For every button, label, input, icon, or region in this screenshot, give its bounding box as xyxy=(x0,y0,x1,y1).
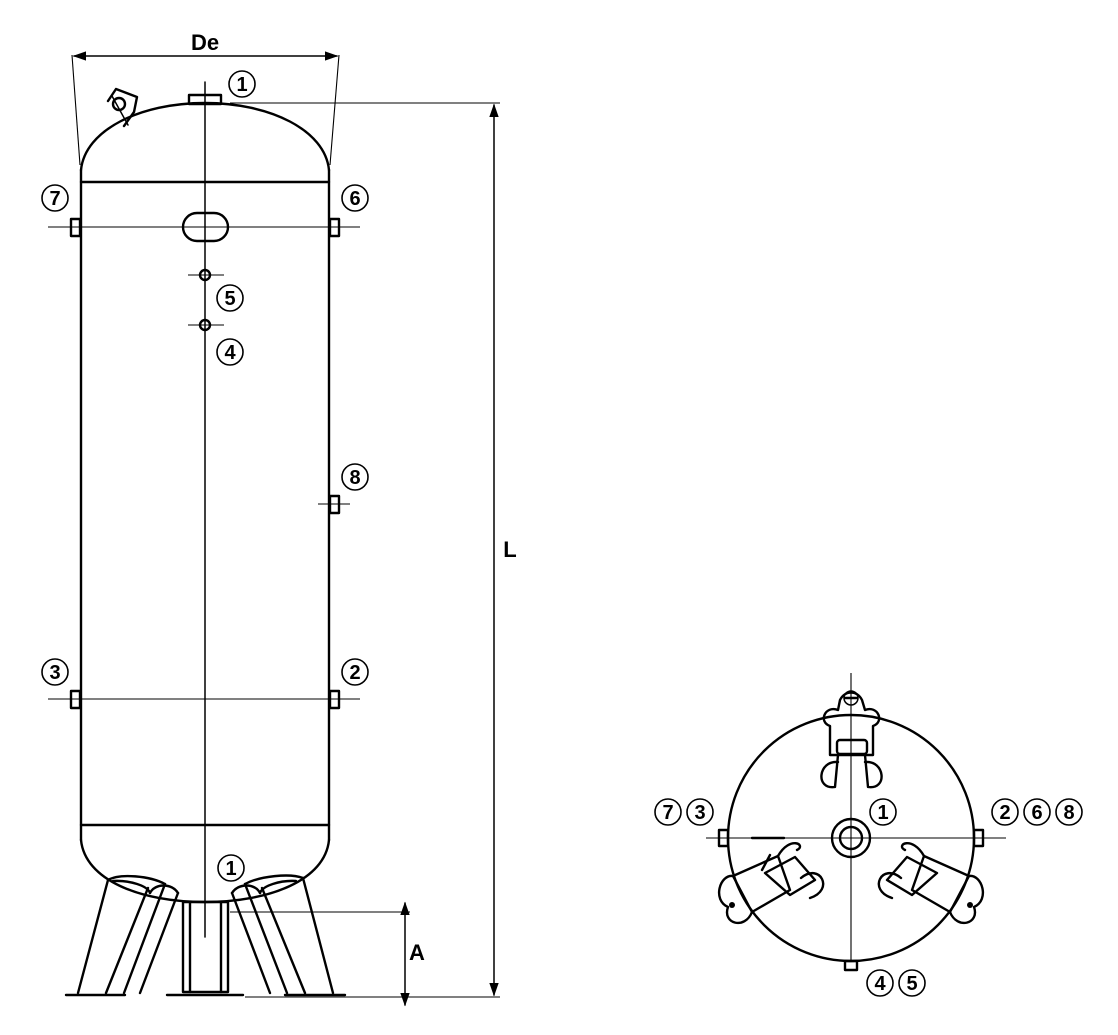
length-label: L xyxy=(503,537,516,562)
top-callout-2: 2 xyxy=(991,798,1019,826)
inspection-opening xyxy=(48,211,360,243)
svg-text:1: 1 xyxy=(225,858,236,880)
leg-height-dimension: A xyxy=(230,901,425,1007)
callout-top-1: 1 xyxy=(228,70,256,98)
top-view-leg-top xyxy=(820,690,883,789)
top-view-nozzle-bottom xyxy=(843,959,859,972)
length-dimension: L xyxy=(230,102,517,998)
svg-text:8: 8 xyxy=(1063,802,1074,824)
top-callout-5: 5 xyxy=(898,969,926,997)
lifting-lug xyxy=(106,87,139,128)
svg-text:5: 5 xyxy=(224,288,235,310)
gauge-port-5 xyxy=(188,268,224,282)
callout-5: 5 xyxy=(216,284,244,312)
nozzle-2 xyxy=(328,689,341,710)
svg-text:3: 3 xyxy=(694,802,705,824)
diameter-label: De xyxy=(191,30,219,55)
svg-text:3: 3 xyxy=(49,662,60,684)
callout-7: 7 xyxy=(41,184,69,212)
top-callout-7: 7 xyxy=(654,798,682,826)
top-view-center-nozzle xyxy=(830,817,872,859)
svg-text:1: 1 xyxy=(236,74,247,96)
top-view-nozzle-right xyxy=(972,828,985,848)
top-callout-4: 4 xyxy=(866,969,894,997)
svg-text:5: 5 xyxy=(906,973,917,995)
svg-text:7: 7 xyxy=(49,188,60,210)
top-callout-6: 6 xyxy=(1023,798,1051,826)
callout-2: 2 xyxy=(341,658,369,686)
nozzle-3 xyxy=(69,689,82,710)
svg-text:2: 2 xyxy=(999,802,1010,824)
top-view-leg-left xyxy=(717,836,825,925)
top-view-nozzle-left xyxy=(717,828,730,848)
nozzle-7 xyxy=(69,217,82,238)
leg-height-label: A xyxy=(409,940,425,965)
svg-text:6: 6 xyxy=(1031,802,1042,824)
top-callout-3: 3 xyxy=(686,798,714,826)
top-view-leg-right xyxy=(877,842,985,925)
svg-text:6: 6 xyxy=(349,188,360,210)
svg-text:8: 8 xyxy=(349,467,360,489)
nozzle-6 xyxy=(328,217,341,238)
top-view: 7 3 1 2 6 8 4 5 xyxy=(654,673,1083,997)
top-callout-1: 1 xyxy=(869,798,897,826)
svg-text:7: 7 xyxy=(662,802,673,824)
callout-6: 6 xyxy=(341,184,369,212)
diameter-dimension: De xyxy=(71,30,340,166)
top-callout-8: 8 xyxy=(1055,798,1083,826)
svg-text:2: 2 xyxy=(349,662,360,684)
side-view: De L A xyxy=(41,30,517,1007)
svg-text:1: 1 xyxy=(877,802,888,824)
nozzle-8 xyxy=(318,494,350,515)
callout-3: 3 xyxy=(41,658,69,686)
svg-text:4: 4 xyxy=(874,973,886,995)
support-legs xyxy=(64,874,347,997)
gauge-port-4 xyxy=(188,318,224,332)
callout-8: 8 xyxy=(341,463,369,491)
svg-text:4: 4 xyxy=(224,342,236,364)
callout-bottom-1: 1 xyxy=(217,854,245,882)
callout-4: 4 xyxy=(216,338,244,366)
